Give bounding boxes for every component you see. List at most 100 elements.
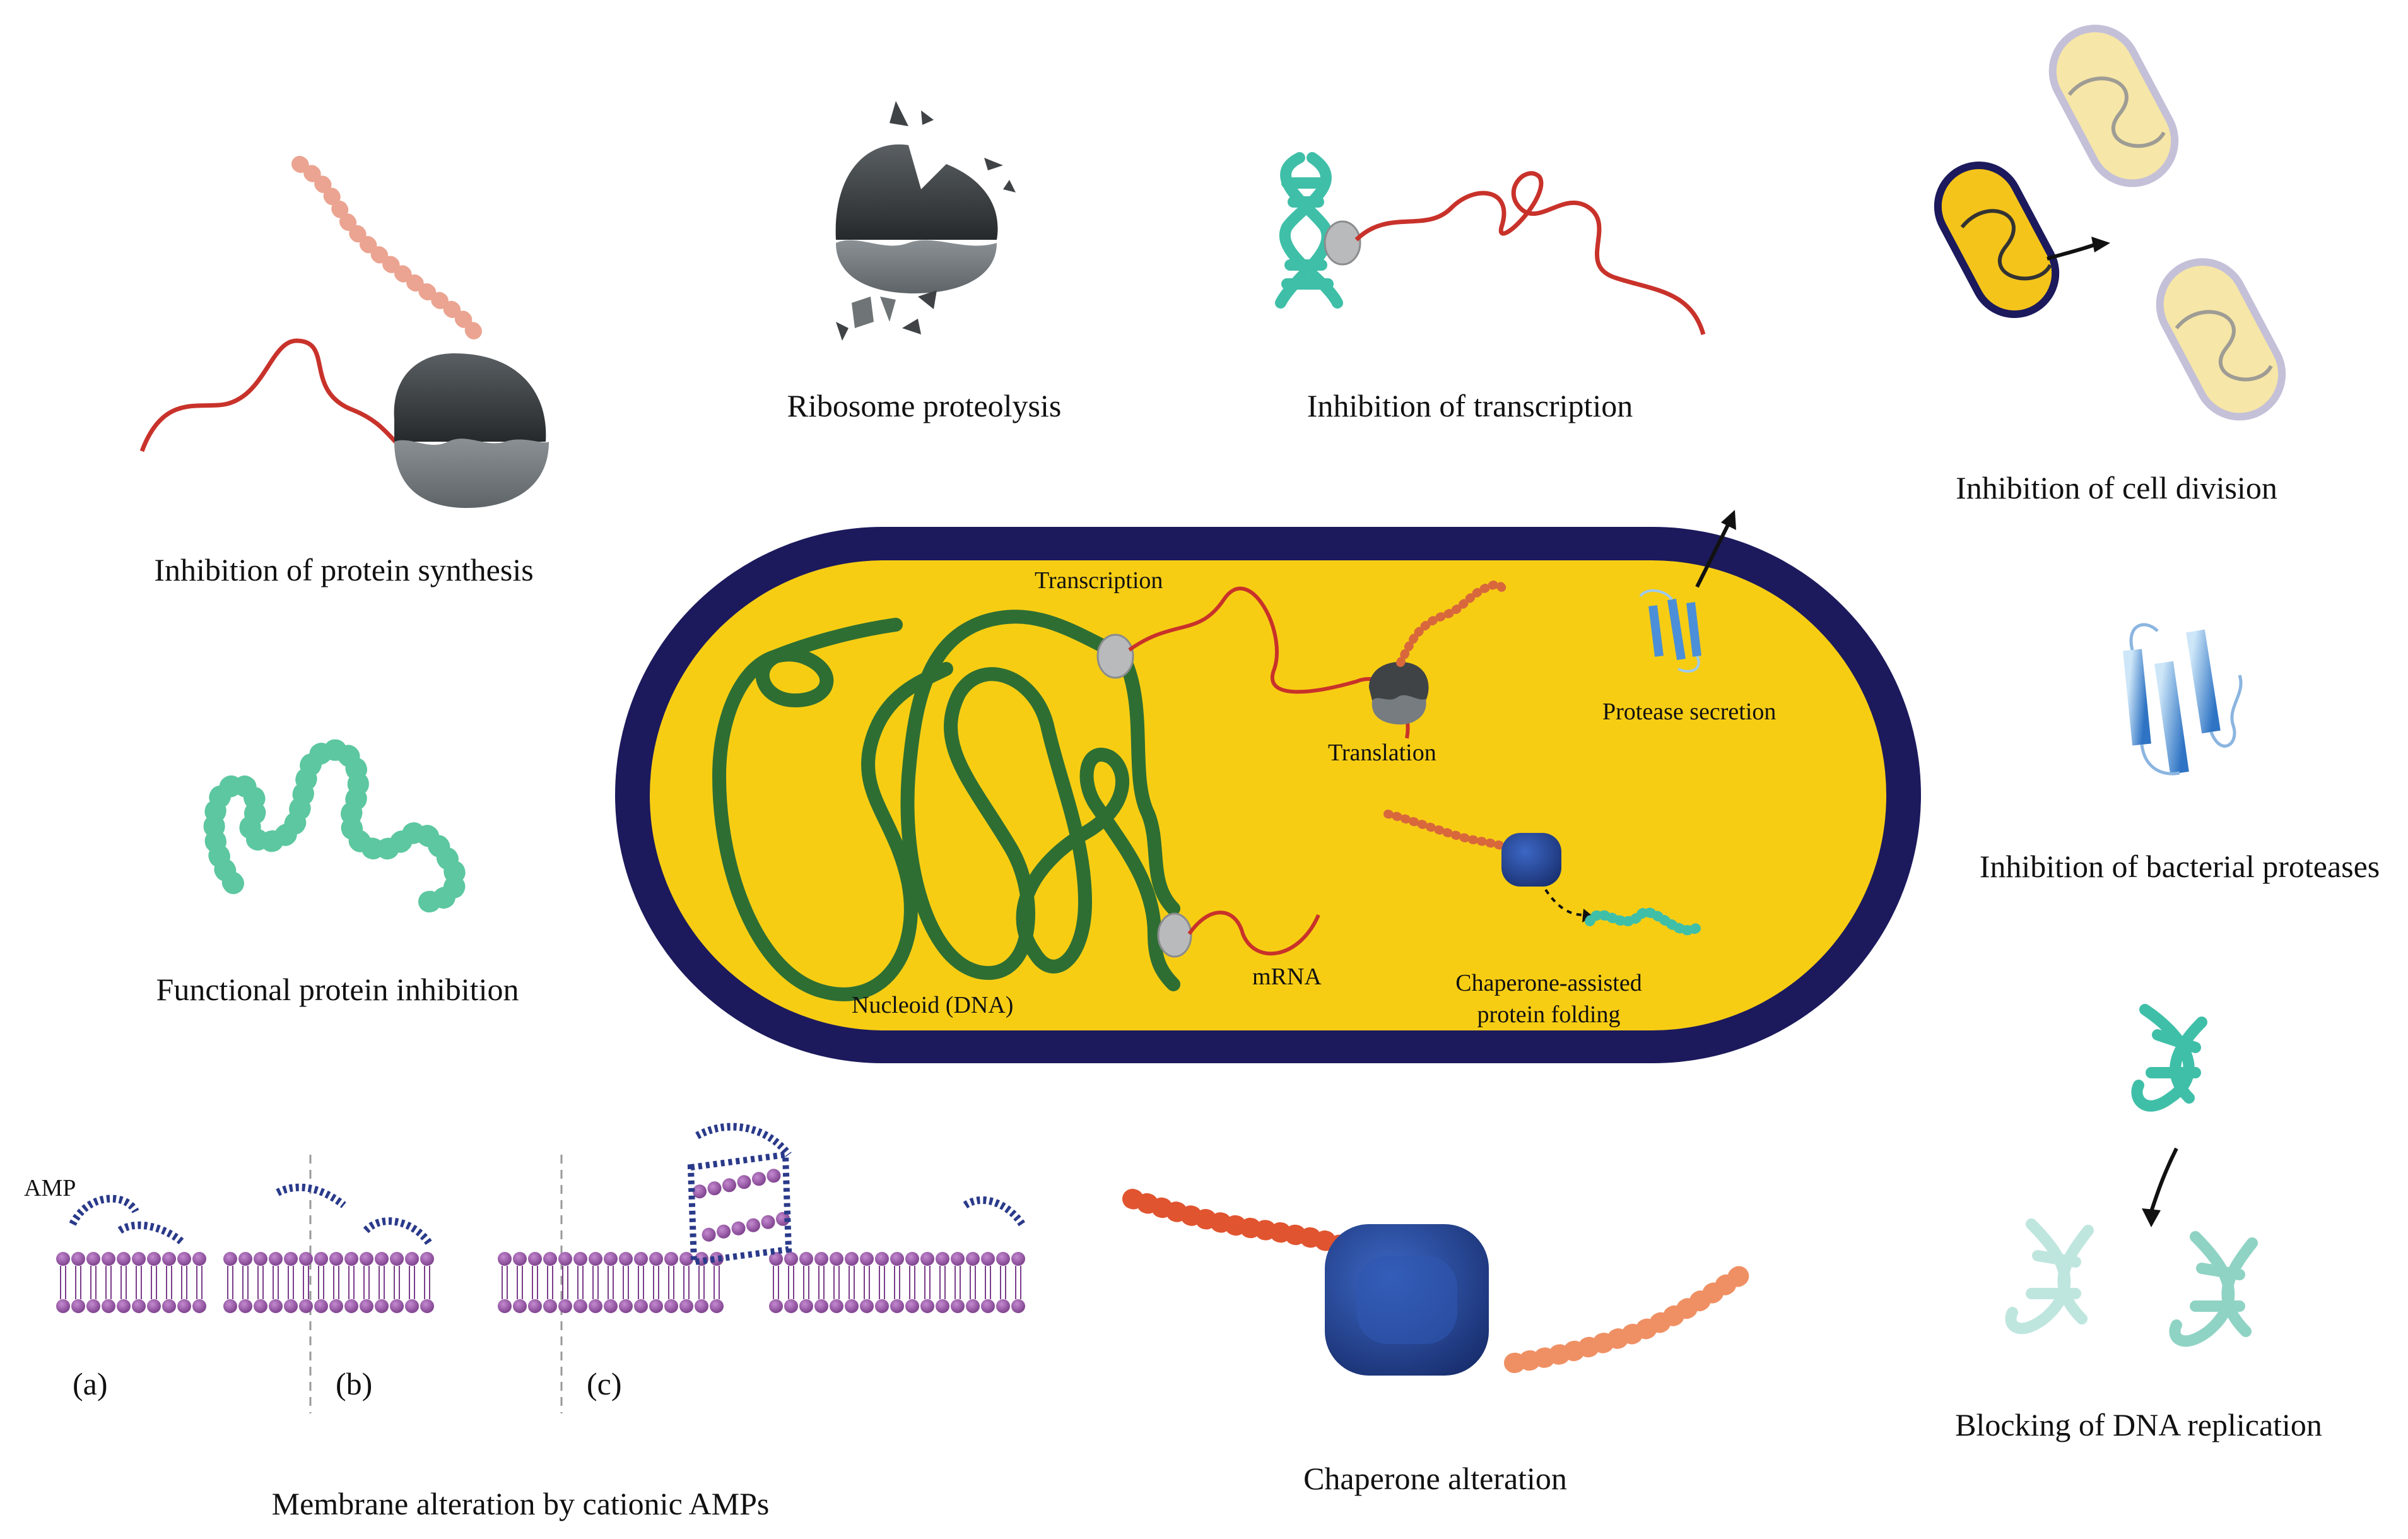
cell-division-illustration [1934, 25, 2286, 421]
lipid-head [86, 1252, 100, 1266]
lipid-tail [939, 1266, 946, 1299]
lipid-head [746, 1218, 761, 1232]
lipid-head [875, 1299, 889, 1313]
lipid-head [784, 1252, 798, 1266]
lipid-head [604, 1299, 618, 1313]
cell-division-label: Inhibition of cell division [1956, 470, 2277, 505]
lipid-head [769, 1299, 783, 1313]
lipid-head [558, 1252, 572, 1266]
lipid-tail [273, 1266, 279, 1299]
lipid-head [284, 1252, 298, 1266]
lipid-tail [60, 1266, 66, 1299]
lipid-head [56, 1252, 70, 1266]
lipid-tail [120, 1266, 127, 1299]
amp-label: AMP [24, 1175, 76, 1201]
lipid-head [966, 1299, 980, 1313]
lipid-tail [833, 1266, 840, 1299]
lipid-head [177, 1252, 191, 1266]
membrane-alteration-label: Membrane alteration by cationic AMPs [272, 1486, 770, 1521]
lipid-head [845, 1299, 859, 1313]
membrane-illustration [56, 1123, 1025, 1413]
lipid-tail [166, 1266, 172, 1299]
lipid-tail [136, 1266, 142, 1299]
lipid-tail [242, 1266, 249, 1299]
lipid-head [573, 1299, 587, 1313]
lipid-head [299, 1252, 313, 1266]
lipid-head [649, 1252, 663, 1266]
lipid-tail [333, 1266, 339, 1299]
lipid-head [344, 1299, 358, 1313]
lipid-head [177, 1299, 191, 1313]
lipid-head [269, 1252, 283, 1266]
protein-synthesis-illustration [139, 156, 549, 508]
lipid-tail [638, 1266, 644, 1299]
lipid-head [981, 1299, 995, 1313]
lipid-head [761, 1215, 775, 1229]
lipid-head [664, 1299, 678, 1313]
lipid-head [634, 1252, 648, 1266]
lipid-head [314, 1299, 328, 1313]
bacterial-protease-illustration [2123, 623, 2243, 775]
lipid-head [710, 1299, 724, 1313]
lipid-tail [348, 1266, 355, 1299]
lipid-head [543, 1252, 557, 1266]
lipid-head [238, 1252, 252, 1266]
lipid-tail [608, 1266, 614, 1299]
lipid-head [513, 1299, 527, 1313]
lipid-tail [773, 1266, 779, 1299]
lipid-tail [924, 1266, 931, 1299]
lipid-tail [363, 1266, 370, 1299]
panel-a-label: (a) [73, 1366, 108, 1401]
lipid-head [830, 1299, 843, 1313]
lipid-head [360, 1299, 373, 1313]
lipid-head [314, 1252, 328, 1266]
secretion-arrowhead [1721, 510, 1736, 530]
lipid-head [147, 1299, 161, 1313]
lipid-head [71, 1252, 85, 1266]
lipid-head [405, 1252, 419, 1266]
lipid-head [420, 1299, 434, 1313]
lipid-head [905, 1252, 919, 1266]
mrna-strand-2 [1187, 911, 1320, 956]
lipid-head [528, 1252, 542, 1266]
lipid-tail [502, 1266, 508, 1299]
ribosome-proteolysis-illustration [835, 101, 1016, 341]
lipid-head [707, 1181, 722, 1196]
lipid-tail [879, 1266, 885, 1299]
lipid-head [117, 1299, 131, 1313]
bacterial-cell: Transcription Translation Protease secre… [615, 510, 1921, 1063]
lipid-head [71, 1299, 85, 1313]
lipid-head [329, 1299, 343, 1313]
lipid-head [695, 1299, 708, 1313]
lipid-head [920, 1299, 934, 1313]
lipid-tail [803, 1266, 809, 1299]
chaperone-alteration-illustration [1122, 1189, 1751, 1376]
lipid-tail [954, 1266, 961, 1299]
lipid-head [56, 1299, 70, 1313]
lipid-tail [409, 1266, 415, 1299]
chaperone-label-line2: protein folding [1477, 1001, 1621, 1028]
nucleoid-label: Nucleoid (DNA) [852, 992, 1013, 1018]
lipid-tail [909, 1266, 915, 1299]
rna-polymerase-2 [1157, 912, 1192, 958]
lipid-head [981, 1252, 995, 1266]
lipid-tail [90, 1266, 97, 1299]
lipid-tail [985, 1266, 991, 1299]
lipid-tail [394, 1266, 400, 1299]
lipid-head [875, 1252, 889, 1266]
lipid-head [966, 1252, 980, 1266]
chaperone-label-line1: Chaperone-assisted [1455, 970, 1642, 996]
lipid-tail [379, 1266, 385, 1299]
lipid-head [830, 1252, 843, 1266]
lipid-head [799, 1299, 813, 1313]
lipid-head [223, 1299, 237, 1313]
lipid-head [1011, 1299, 1025, 1313]
lipid-head [86, 1299, 100, 1313]
lipid-tail [577, 1266, 584, 1299]
lipid-tail [849, 1266, 855, 1299]
rna-polymerase-1 [1096, 634, 1134, 679]
lipid-head [996, 1252, 1010, 1266]
lipid-head [132, 1299, 146, 1313]
lipid-head [722, 1178, 736, 1193]
